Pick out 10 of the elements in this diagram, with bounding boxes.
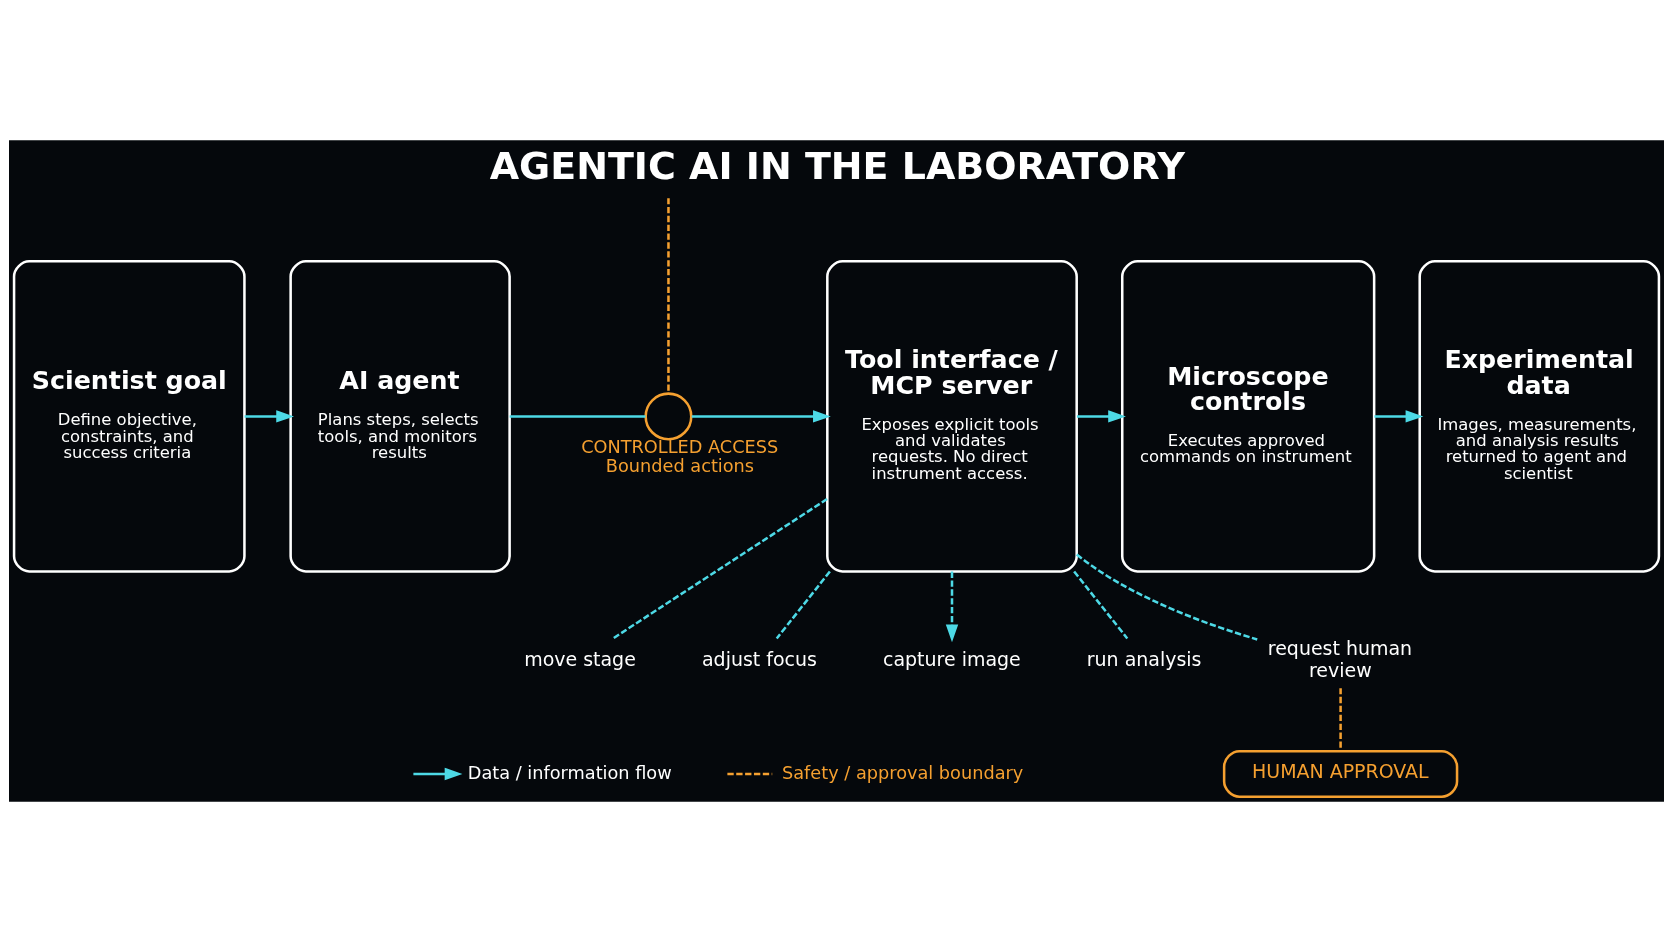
node-text: adjust focus	[701, 647, 817, 670]
node-text: move stage	[523, 647, 636, 670]
legend-label: Data / information flow	[467, 762, 672, 783]
node-label: Bounded actions	[605, 455, 754, 476]
diagram-title: AGENTIC AI IN THE LABORATORY	[489, 143, 1185, 188]
node-text: capture image	[882, 647, 1021, 670]
legend-label: Safety / approval boundary	[781, 762, 1023, 783]
node-text: run analysis	[1086, 647, 1201, 670]
node-label: CONTROLLED ACCESS	[580, 436, 778, 457]
node-text: request human review	[1267, 636, 1412, 681]
